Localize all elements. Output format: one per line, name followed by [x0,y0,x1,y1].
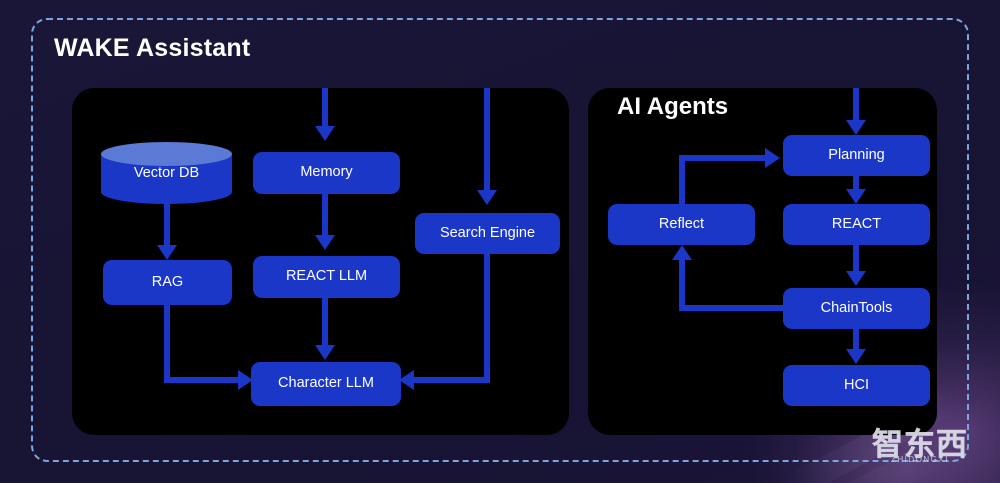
edge-react-to-chaintools-line [853,244,859,272]
edge-input-to-search-line [484,88,490,190]
node-search-engine-label: Search Engine [439,224,536,241]
node-react-llm[interactable]: REACT LLM [253,256,400,298]
edge-chaintools-to-reflect-horizontal [679,305,787,311]
node-vector-db[interactable]: Vector DB [101,142,232,204]
edge-search-to-character-vertical [484,253,490,383]
node-react-llm-label: REACT LLM [285,268,368,285]
node-memory-label: Memory [300,164,353,181]
edge-reflect-to-planning-vertical [679,155,685,207]
edge-chaintools-to-hci-line [853,328,859,350]
node-hci[interactable]: HCI [783,365,930,406]
page-title: WAKE Assistant [54,34,251,62]
node-react[interactable]: REACT [783,204,930,245]
edge-memory-to-reactllm-line [322,193,328,237]
edge-input-to-planning-line [853,88,859,120]
edge-react-to-chaintools-arrow [846,271,866,286]
edge-rag-to-character-horizontal [164,377,240,383]
edge-reactllm-to-character-line [322,297,328,347]
dashed-outer-frame [31,18,969,462]
node-vector-db-label: Vector DB [133,165,200,181]
cylinder-top [101,142,232,166]
edge-input-to-search-arrow [477,190,497,205]
node-character-llm-label: Character LLM [278,375,374,392]
edge-input-to-planning-arrow [846,120,866,135]
node-react-label: REACT [831,215,882,232]
node-chain-tools[interactable]: ChainTools [783,288,930,329]
edge-rag-to-character-arrow [238,370,253,390]
edge-search-to-character-arrow [399,370,414,390]
edge-memory-to-reactllm-arrow [315,235,335,250]
node-character-llm[interactable]: Character LLM [251,362,401,406]
node-rag-label: RAG [151,273,184,290]
node-search-engine[interactable]: Search Engine [415,213,560,254]
edge-planning-to-react-line [853,175,859,191]
node-chain-tools-label: ChainTools [820,299,893,316]
edge-vectordb-to-rag-line [164,203,170,247]
node-rag[interactable]: RAG [103,260,232,305]
edge-reflect-to-planning-horizontal [679,155,767,161]
edge-vectordb-to-rag-arrow [157,245,177,260]
edge-search-to-character-horizontal [414,377,490,383]
edge-rag-to-character-vertical [164,304,170,383]
edge-input-to-memory-line [322,88,328,128]
edge-chaintools-to-hci-arrow [846,349,866,364]
edge-chaintools-to-reflect-vertical [679,258,685,311]
edge-planning-to-react-arrow [846,189,866,204]
node-planning-label: Planning [828,146,885,163]
node-memory[interactable]: Memory [253,152,400,194]
edge-chaintools-to-reflect-arrow [672,245,692,260]
node-reflect-label: Reflect [658,215,705,232]
node-reflect[interactable]: Reflect [608,204,755,245]
edge-reflect-to-planning-arrow [765,148,780,168]
ai-agents-title: AI Agents [617,93,729,120]
edge-reactllm-to-character-arrow [315,345,335,360]
node-planning[interactable]: Planning [783,135,930,176]
edge-input-to-memory-arrow [315,126,335,141]
node-hci-label: HCI [844,376,869,393]
